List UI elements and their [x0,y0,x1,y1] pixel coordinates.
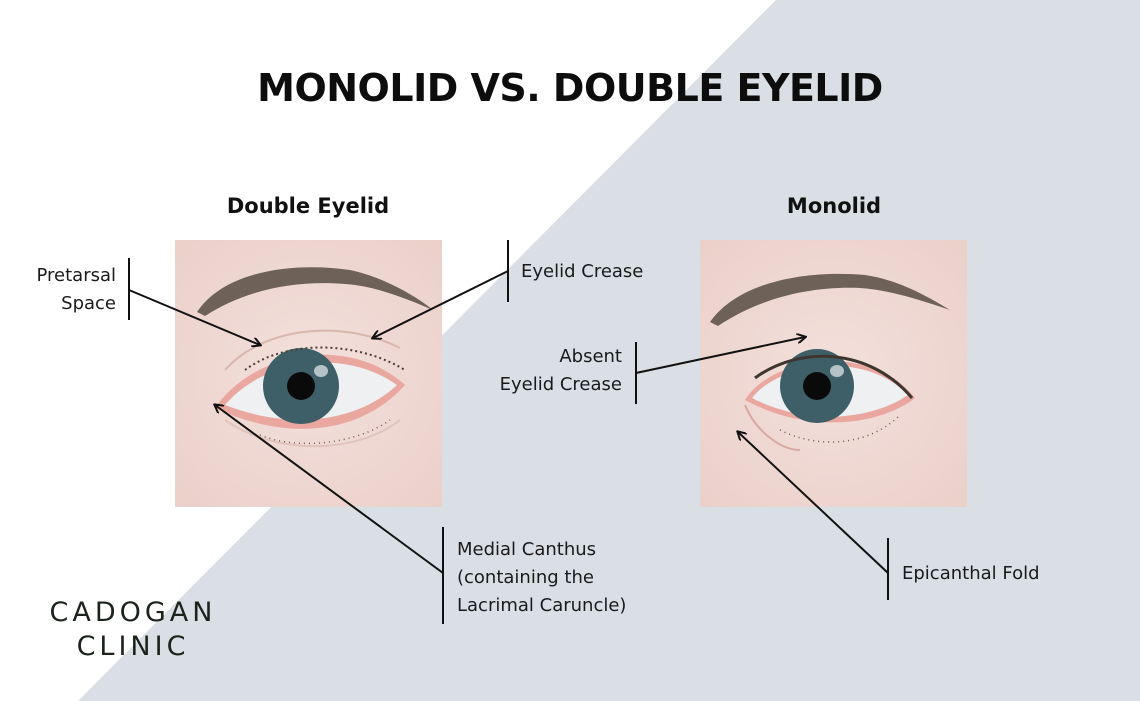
page-title: MONOLID VS. DOUBLE EYELID [257,66,883,110]
eyelid-crease-label: Eyelid Crease [521,261,644,282]
double-eyelid-illustration [175,240,442,507]
monolid-eye-icon [700,240,967,507]
medial-canthus-label: Medial Canthus (containing the Lacrimal … [457,536,626,620]
monolid-illustration [700,240,967,507]
epicanthal-fold-label: Epicanthal Fold [902,563,1040,584]
double-eyelid-eye-icon [175,240,442,507]
medial-canthus-line-1: Medial Canthus [457,539,597,560]
absent-crease-line-2: Eyelid Crease [499,374,622,395]
pretarsal-space-line-2: Space [61,293,116,314]
absent-eyelid-crease-label: Absent Eyelid Crease [460,343,622,399]
pretarsal-space-line-1: Pretarsal [36,265,116,286]
logo-line-1: CADOGAN [49,597,217,628]
logo-line-2: CLINIC [76,631,190,662]
medial-canthus-line-2: (containing the [457,567,594,588]
monolid-heading: Monolid [786,194,882,218]
pretarsal-space-label: Pretarsal Space [0,262,116,318]
absent-crease-line-1: Absent [559,346,622,367]
double-eyelid-heading: Double Eyelid [226,194,390,218]
medial-canthus-line-3: Lacrimal Caruncle) [457,595,627,616]
cadogan-clinic-logo: CADOGAN CLINIC [48,596,218,664]
